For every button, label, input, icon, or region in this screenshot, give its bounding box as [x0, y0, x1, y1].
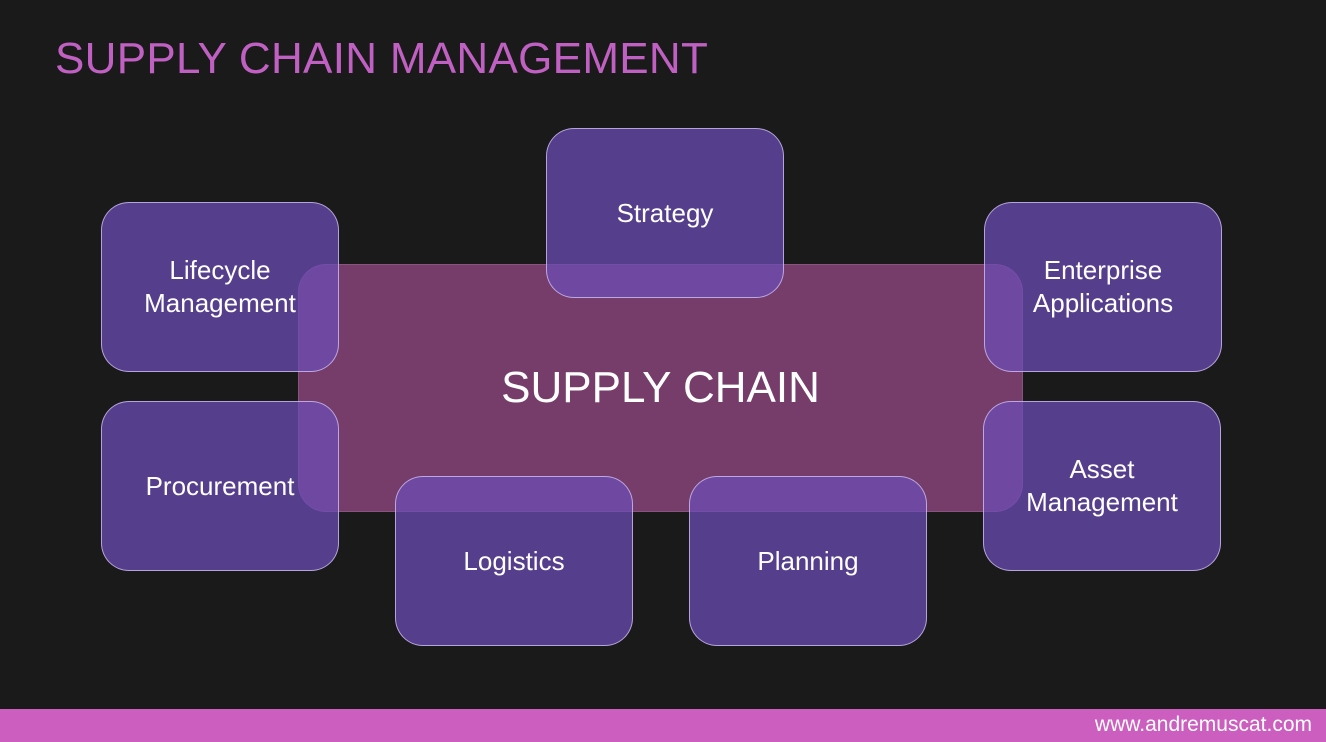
node-planning: Planning: [689, 476, 927, 646]
footer-bar: www.andremuscat.com: [0, 709, 1326, 742]
node-procurement-label: Procurement: [145, 470, 295, 501]
center-node-supply-chain: SUPPLY CHAIN: [298, 264, 1023, 512]
node-asset-management: Asset Management: [983, 401, 1221, 571]
node-enterprise-applications: Enterprise Applications: [984, 202, 1222, 372]
node-lifecycle-management: Lifecycle Management: [101, 202, 339, 372]
node-logistics: Logistics: [395, 476, 633, 646]
node-asset-label-line1: Asset: [1069, 454, 1135, 484]
node-enterprise-label-line2: Applications: [1032, 288, 1174, 318]
node-lifecycle-label-line2: Management: [144, 288, 296, 318]
slide-title: SUPPLY CHAIN MANAGEMENT: [55, 34, 709, 83]
node-strategy-label: Strategy: [616, 197, 714, 228]
node-enterprise-label-line1: Enterprise: [1043, 255, 1163, 285]
node-lifecycle-label-line1: Lifecycle: [169, 255, 271, 285]
center-node-label: SUPPLY CHAIN: [501, 363, 820, 412]
node-asset-label-line2: Management: [1026, 487, 1178, 517]
node-procurement: Procurement: [101, 401, 339, 571]
footer-website-link[interactable]: www.andremuscat.com: [1094, 713, 1312, 736]
node-logistics-label: Logistics: [463, 545, 565, 576]
node-strategy: Strategy: [546, 128, 784, 298]
node-planning-label: Planning: [757, 545, 859, 576]
